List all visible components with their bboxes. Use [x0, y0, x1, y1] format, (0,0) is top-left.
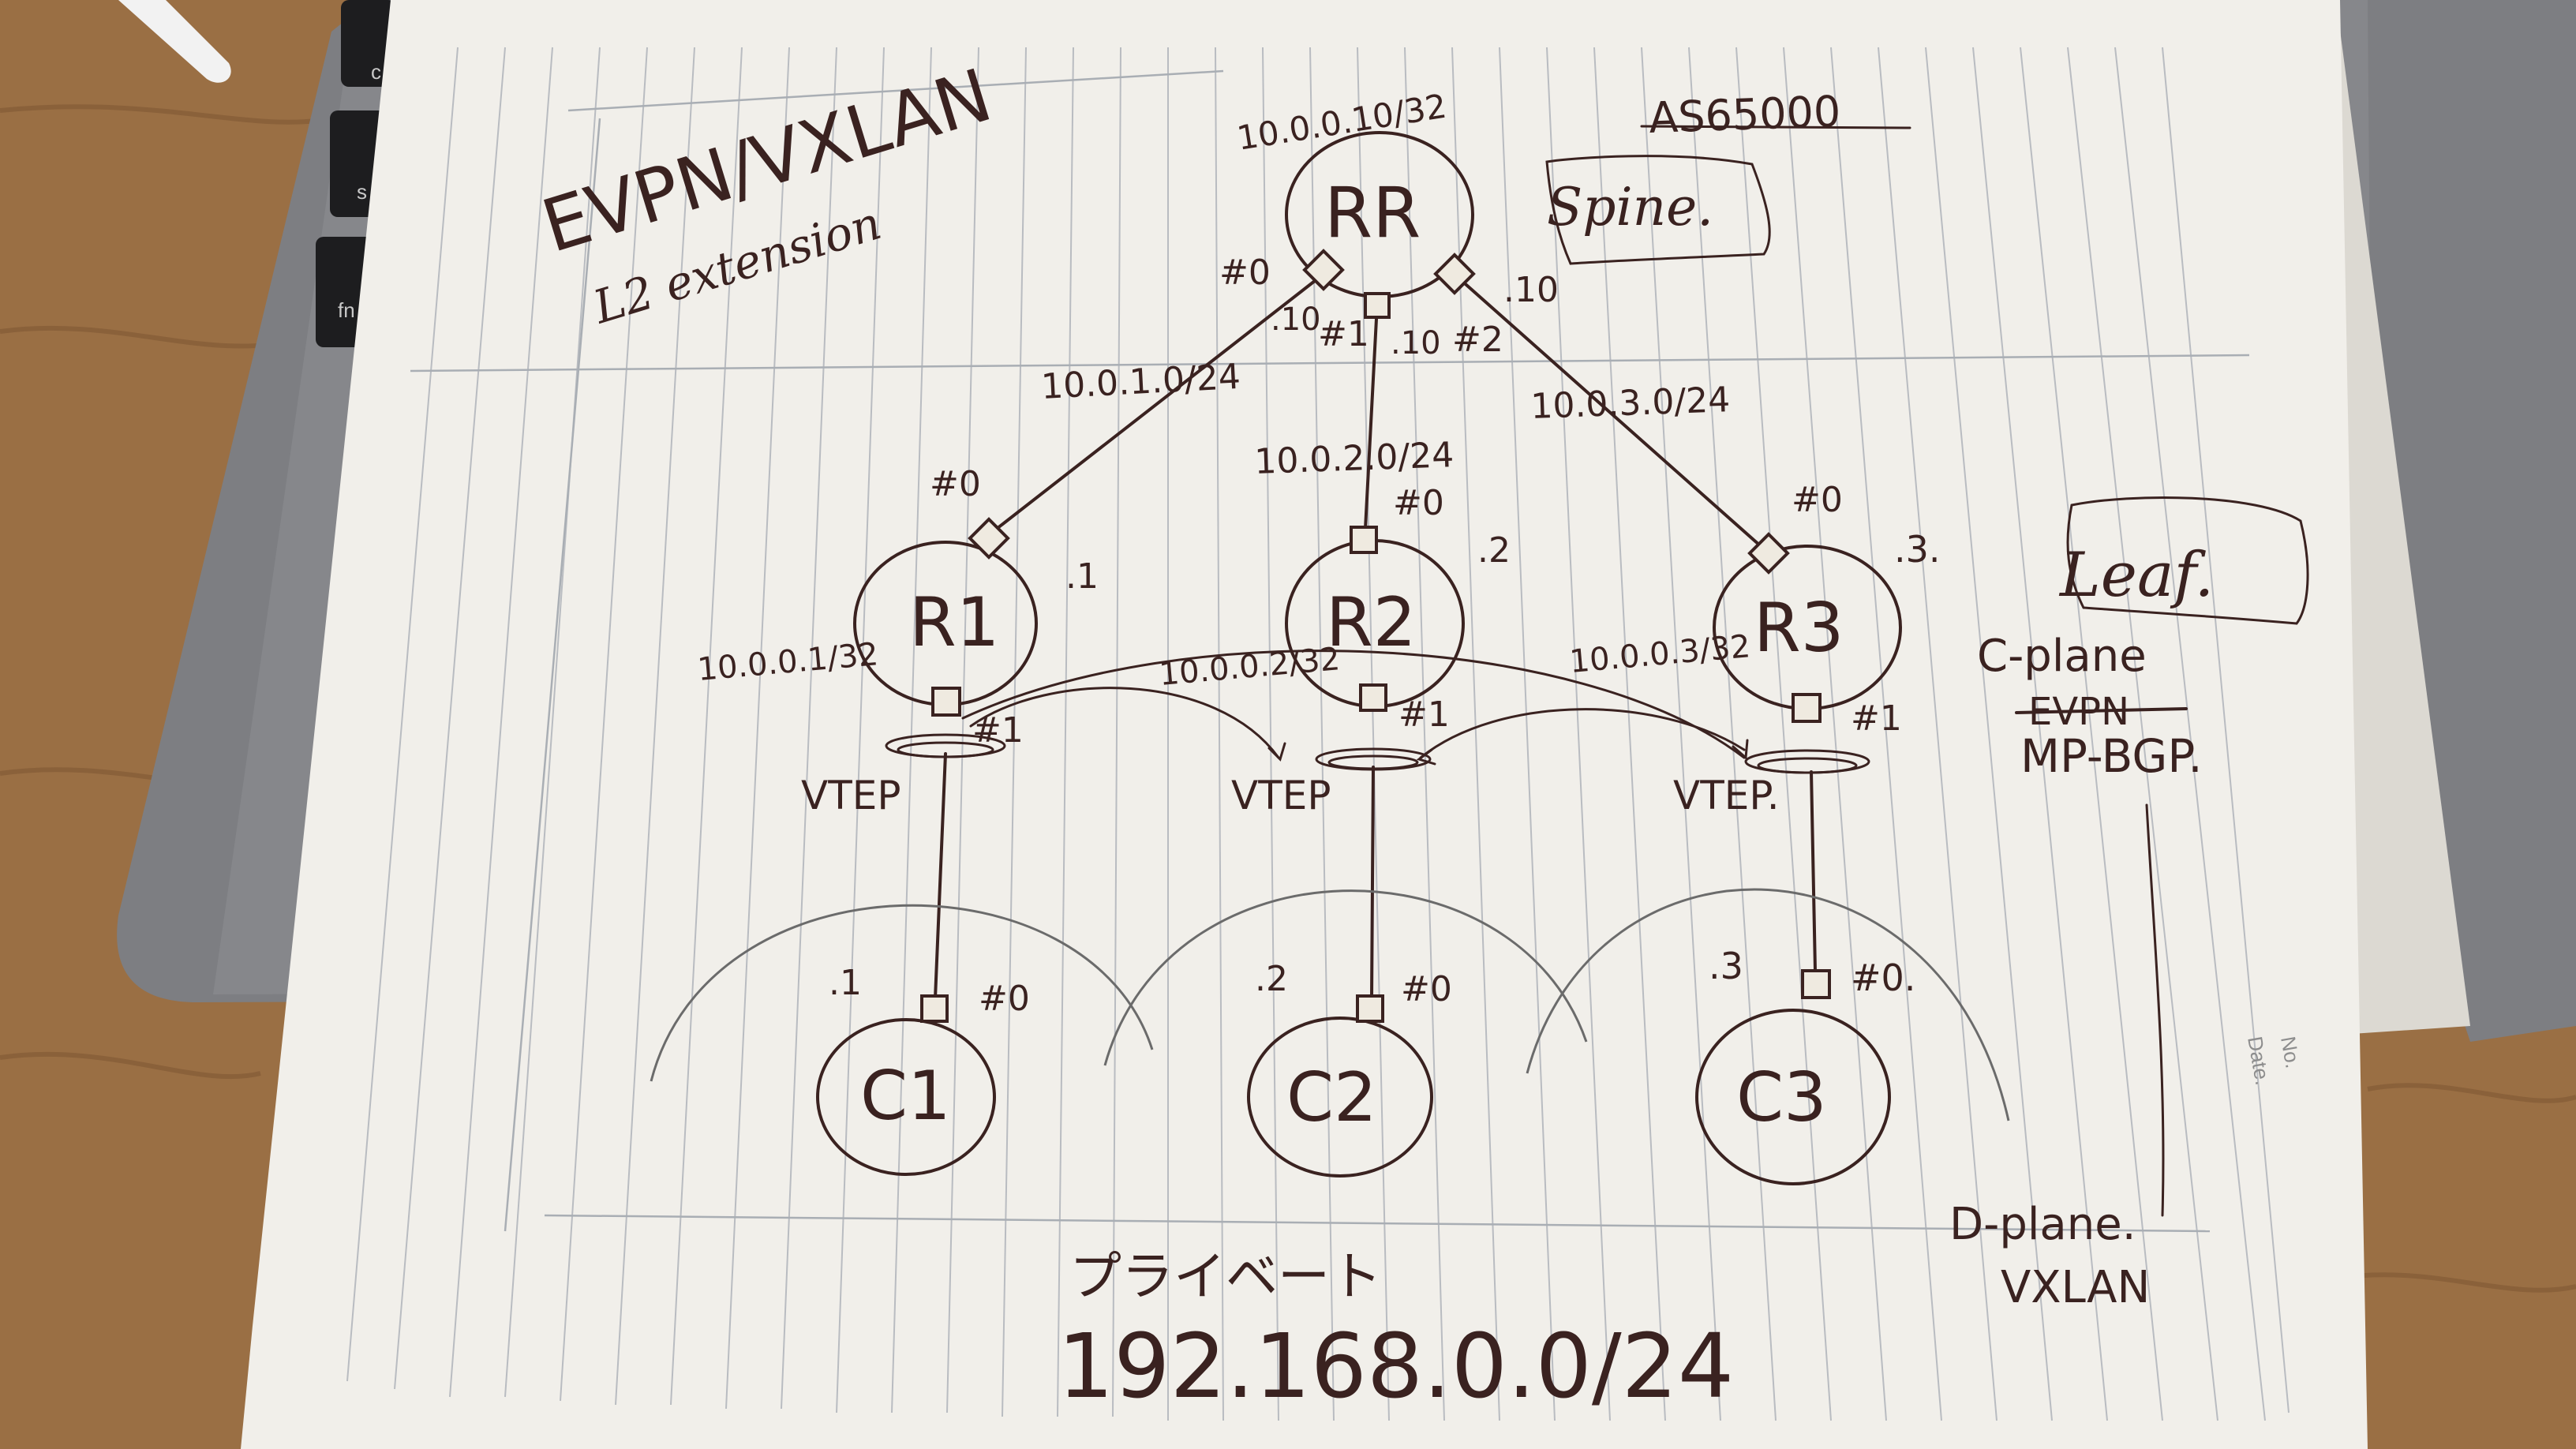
client-node-c1: C1 .1 #0	[816, 963, 1030, 1176]
segment-label: プライベート	[1069, 1246, 1382, 1307]
page-margin-lines	[410, 69, 2250, 1233]
r2-vtep-label: VTEP	[1231, 773, 1331, 818]
leaf-label-box	[2066, 496, 2309, 625]
r1-downlink-port	[931, 687, 961, 717]
link-rr-r1	[985, 271, 1327, 538]
rr-port-2	[1433, 253, 1476, 295]
link-subnet-r2: 10.0.2.0/24	[1254, 435, 1455, 482]
r1-uplink-port	[968, 517, 1010, 560]
r1-vtep-label: VTEP	[801, 773, 901, 818]
spine-label-box	[1545, 155, 1771, 265]
key-label: s	[357, 180, 367, 204]
underlay-links	[985, 271, 1769, 554]
data-plane-legend: D-plane. VXLAN	[1949, 803, 2165, 1313]
rr-host-id-2: .10	[1503, 270, 1559, 310]
rr-port-0	[1302, 249, 1345, 291]
rr-port-label-2: #2	[1452, 320, 1503, 360]
control-plane-legend: C-plane EVPN MP-BGP.	[1977, 631, 2203, 783]
rr-port-1	[1364, 292, 1391, 319]
arrowhead	[1732, 739, 1749, 761]
wood-grain	[0, 104, 2576, 1293]
c2-host-id: .2	[1255, 959, 1288, 999]
link-r3-c3	[1810, 770, 1817, 972]
notebook-page	[241, 0, 2368, 1449]
c3-name: C3	[1736, 1058, 1827, 1137]
control-plane-protocol: MP-BGP.	[2020, 729, 2203, 783]
c1-name: C1	[860, 1057, 951, 1136]
c1-port-label: #0	[979, 979, 1030, 1019]
r2-host-id: .2	[1477, 530, 1511, 571]
access-links	[934, 752, 1817, 1000]
arc	[1526, 888, 2010, 1121]
key-label: fn	[338, 298, 355, 322]
r2-uplink-port-label: #0	[1393, 483, 1444, 523]
c2-port-label: #0	[1401, 969, 1452, 1009]
control-plane-label: C-plane	[1977, 631, 2147, 682]
c1-port	[920, 994, 949, 1023]
laptop-key	[341, 0, 396, 87]
arrow-r2-r3	[1419, 708, 1746, 759]
rr-name: RR	[1324, 172, 1421, 253]
arrow-r1-r3	[961, 650, 1746, 759]
r3-downlink-port	[1792, 693, 1822, 723]
data-plane-label: D-plane.	[1949, 1199, 2136, 1250]
client-node-c2: C2 .2 #0	[1247, 959, 1452, 1178]
rr-host-id-0: .10	[1271, 301, 1321, 338]
arc	[650, 904, 1154, 1082]
c2-port	[1356, 994, 1384, 1023]
r3-uplink-port	[1747, 532, 1790, 575]
rr-port-label-0: #0	[1219, 253, 1271, 293]
c1-circle	[816, 1018, 996, 1176]
r1-host-id: .1	[1065, 556, 1099, 597]
r1-name: R1	[909, 583, 999, 662]
c3-circle	[1695, 1009, 1891, 1185]
r3-vtep-label: VTEP.	[1673, 773, 1780, 818]
arrowhead	[1267, 742, 1286, 762]
c3-port-label: #0.	[1851, 957, 1915, 999]
arrowhead	[1416, 748, 1436, 766]
rr-port-label-1: #1	[1318, 314, 1369, 354]
r1-uplink-port-label: #0	[930, 464, 981, 504]
as-number: AS65000	[1648, 87, 1841, 143]
broadcast-domain-arcs	[650, 888, 2010, 1121]
link-subnet-r3: 10.0.3.0/24	[1530, 380, 1731, 427]
c2-name: C2	[1286, 1058, 1377, 1137]
r3-host-id: .3.	[1894, 528, 1941, 571]
r2-downlink-port-label: #1	[1398, 695, 1450, 735]
segment-network: 192.168.0.0/24	[1058, 1316, 1734, 1418]
c3-host-id: .3	[1709, 945, 1743, 987]
notebook-no-label: No.	[2276, 1035, 2305, 1070]
c3-port	[1801, 969, 1831, 999]
r2-name: R2	[1326, 583, 1416, 662]
arrow-r1-r2	[969, 687, 1280, 759]
r2-uplink-port	[1350, 526, 1378, 554]
key-label: c	[371, 60, 381, 84]
data-plane-protocol: VXLAN	[2001, 1262, 2150, 1313]
r3-downlink-port-label: #1	[1851, 698, 1902, 739]
spine-label: Spine.	[1547, 177, 1713, 238]
c2-circle	[1247, 1017, 1433, 1178]
client-node-c3: C3 .3 #0.	[1695, 945, 1915, 1185]
arc	[1103, 889, 1588, 1066]
as-number-underline	[1640, 125, 1911, 129]
r3-vtep-ring-inner	[1757, 757, 1858, 774]
rr-host-id-1: .10	[1391, 325, 1441, 361]
leaf-label: Leaf.	[2058, 540, 2214, 611]
strike-line	[2015, 707, 2188, 714]
link-rr-r2	[1364, 302, 1379, 530]
c1-host-id: .1	[829, 963, 862, 1003]
link-r2-c2	[1370, 766, 1375, 1000]
r3-name: R3	[1754, 589, 1844, 668]
r2-downlink-port	[1359, 683, 1387, 712]
link-r1-c1	[934, 752, 947, 1000]
stylus	[118, 0, 231, 83]
r3-uplink-port-label: #0	[1792, 480, 1843, 520]
data-plane-bracket	[2145, 803, 2165, 1217]
spine-node-rr: 10.0.0.10/32 RR #0 #1 #2 .10 .10 .10	[1219, 87, 1559, 361]
vtep-overlay-arrows	[961, 650, 1749, 766]
link-rr-r3	[1451, 271, 1769, 554]
